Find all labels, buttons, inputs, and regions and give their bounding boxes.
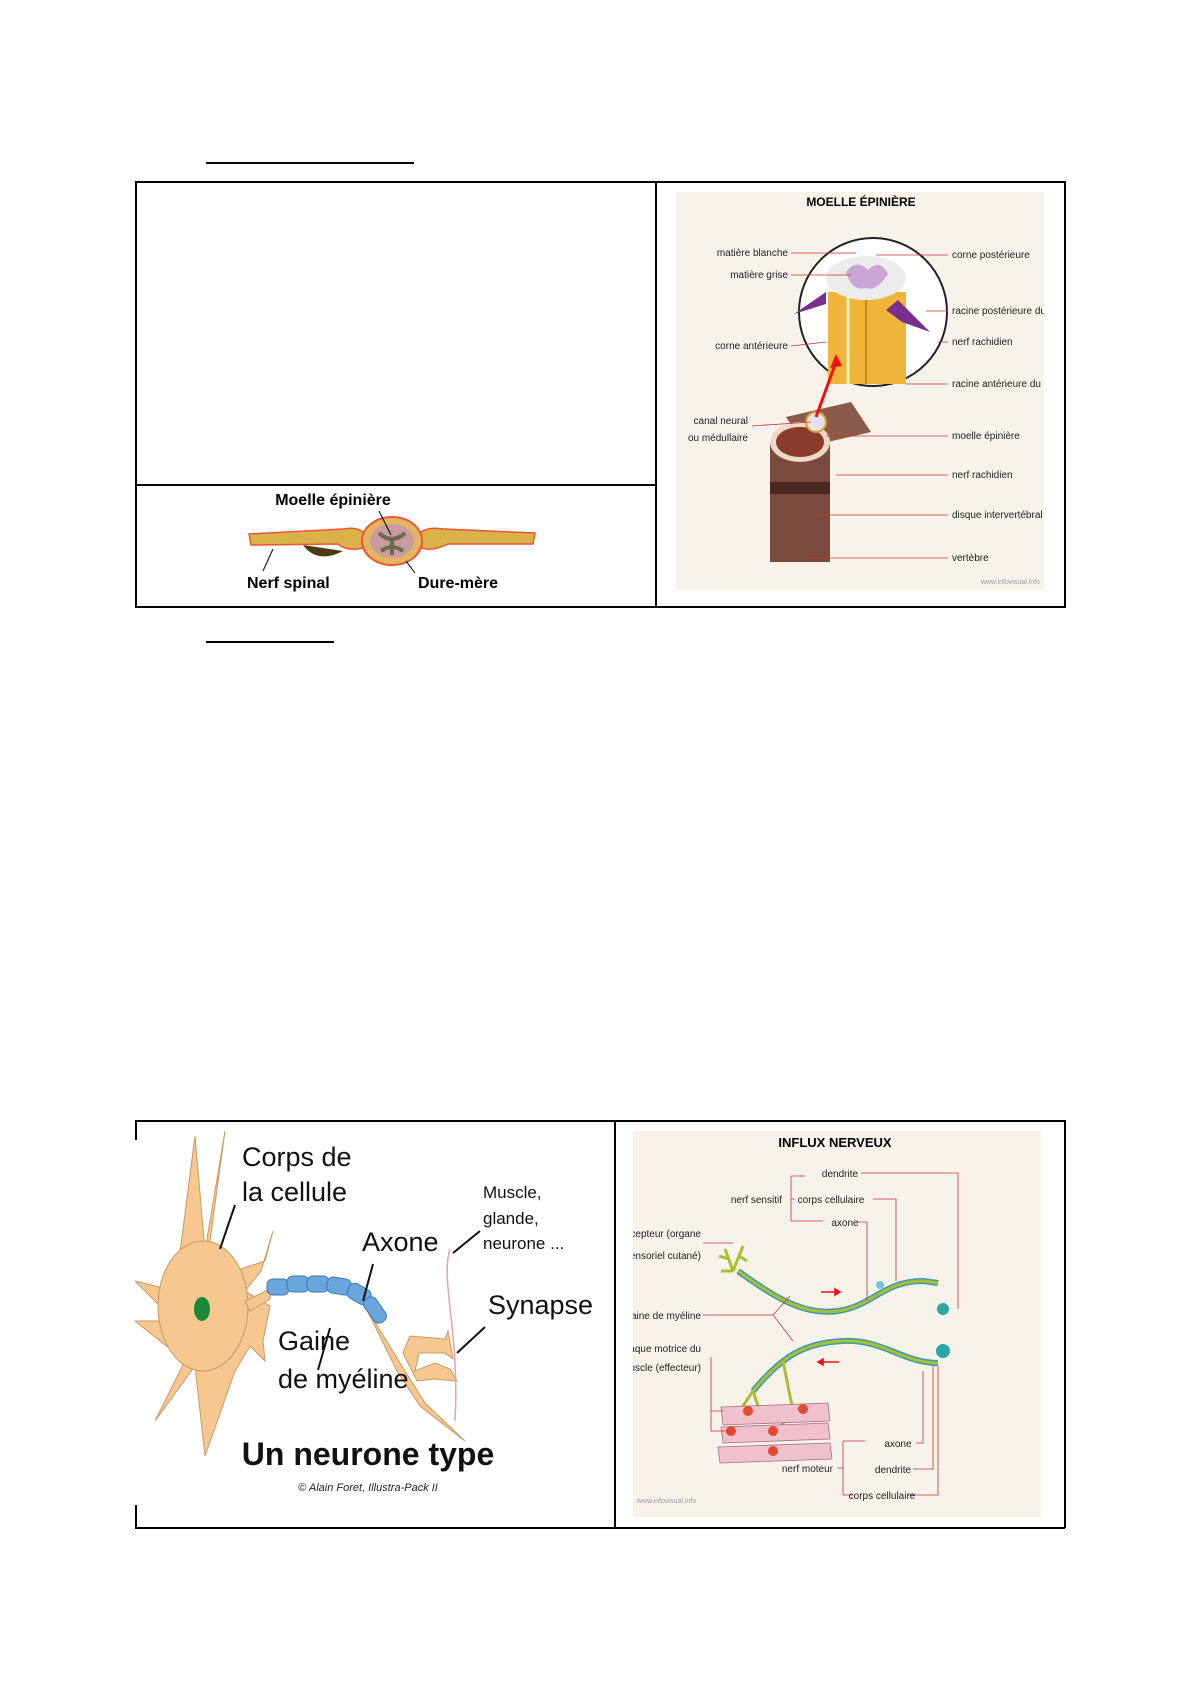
label-axone-bottom: axone: [884, 1439, 912, 1450]
diagram-title: MOELLE ÉPINIÈRE: [806, 194, 915, 209]
watermark: www.infovisual.info: [636, 1498, 696, 1505]
moelle-epiniere-diagram: MOELLE ÉPINIÈRE matière blanche matière …: [676, 192, 1044, 590]
label-corne-posterieure: corne postérieure: [952, 250, 1030, 261]
label-nerf-moteur: nerf moteur: [782, 1464, 834, 1475]
label-muscle: Muscle,: [483, 1183, 542, 1202]
label-moelle-epiniere: Moelle épinière: [275, 492, 391, 509]
influx-nerveux-diagram: INFLUX NERVEUX dendrite nerf sensitif co…: [633, 1131, 1041, 1517]
label-synapse: Synapse: [488, 1290, 593, 1320]
label-axone-top: axone: [831, 1218, 859, 1229]
label-canal-neural: canal neural: [694, 416, 748, 427]
table-row-divider: [135, 484, 656, 486]
table-border-top: [135, 181, 1065, 183]
label-corps-cellulaire-top: corps cellulaire: [798, 1195, 865, 1206]
label-gaine: Gaine: [278, 1326, 350, 1356]
table-border-bottom: [135, 606, 1065, 608]
diagram-title: INFLUX NERVEUX: [778, 1135, 891, 1150]
label-dendrite-top: dendrite: [822, 1169, 859, 1180]
label-nerf-rachidien-1: nerf rachidien: [952, 337, 1013, 348]
label-vertebre: vertèbre: [952, 553, 989, 564]
label-racine-posterieure: racine postérieure du nerf: [952, 306, 1044, 317]
label-nerf-sensitif: nerf sensitif: [731, 1195, 782, 1206]
label-matiere-blanche: matière blanche: [717, 248, 789, 259]
table-border-left: [135, 181, 137, 608]
watermark: www.infovisual.info: [980, 579, 1040, 586]
spinal-cord-cross-section-image: Moelle épinière Nerf spinal Dure-mère: [247, 492, 536, 592]
label-corps-cellulaire-bottom: corps cellulaire: [849, 1491, 916, 1502]
heading-underline-2: [206, 641, 334, 643]
label-axone: Axone: [362, 1227, 439, 1257]
label-corne-anterieure: corne antérieure: [715, 341, 788, 352]
table-border-right: [1064, 1120, 1066, 1528]
label-matiere-grise: matière grise: [730, 270, 788, 281]
table-border-top: [135, 1120, 1065, 1122]
heading-underline-1: [206, 162, 414, 164]
label-glande: glande,: [483, 1209, 539, 1228]
neuron-diagram-credit: © Alain Foret, Illustra-Pack II: [298, 1482, 438, 1494]
table-border-left-bottom: [135, 1505, 137, 1528]
table-column-divider: [655, 181, 657, 608]
label-disque-intervertebral: disque intervertébral: [952, 510, 1043, 521]
label-ou-medullaire: ou médullaire: [688, 433, 748, 444]
table-border-bottom: [135, 1527, 1065, 1529]
label-nerf-spinal: Nerf spinal: [247, 575, 330, 592]
label-recepteur-1: récepteur (organe: [633, 1229, 701, 1240]
table-border-left-top: [135, 1120, 137, 1140]
label-dendrite-bottom: dendrite: [875, 1465, 912, 1476]
label-corps-de: Corps de: [242, 1142, 352, 1172]
neuron-diagram-title: Un neurone type: [242, 1436, 494, 1472]
label-gaine-de-myeline: gaine de myéline: [633, 1311, 701, 1322]
label-de-myeline: de myéline: [278, 1364, 409, 1394]
diagram-background: [633, 1131, 1041, 1517]
table-column-divider: [614, 1120, 616, 1528]
label-plaque-motrice-2: muscle (effecteur): [633, 1363, 701, 1374]
label-plaque-motrice-1: plaque motrice du: [633, 1344, 701, 1355]
label-moelle-epiniere-right: moelle épinière: [952, 431, 1020, 442]
label-racine-anterieure: racine antérieure du nerf: [952, 379, 1044, 390]
label-la-cellule: la cellule: [242, 1177, 347, 1207]
table-border-right: [1064, 181, 1066, 608]
neuron-diagram: Corps de la cellule Axone Synapse Gaine …: [135, 1131, 593, 1494]
label-neurone: neurone ...: [483, 1234, 564, 1253]
label-dure-mere: Dure-mère: [418, 575, 498, 592]
label-nerf-rachidien-2: nerf rachidien: [952, 470, 1013, 481]
label-recepteur-2: sensoriel cutané): [633, 1251, 701, 1262]
